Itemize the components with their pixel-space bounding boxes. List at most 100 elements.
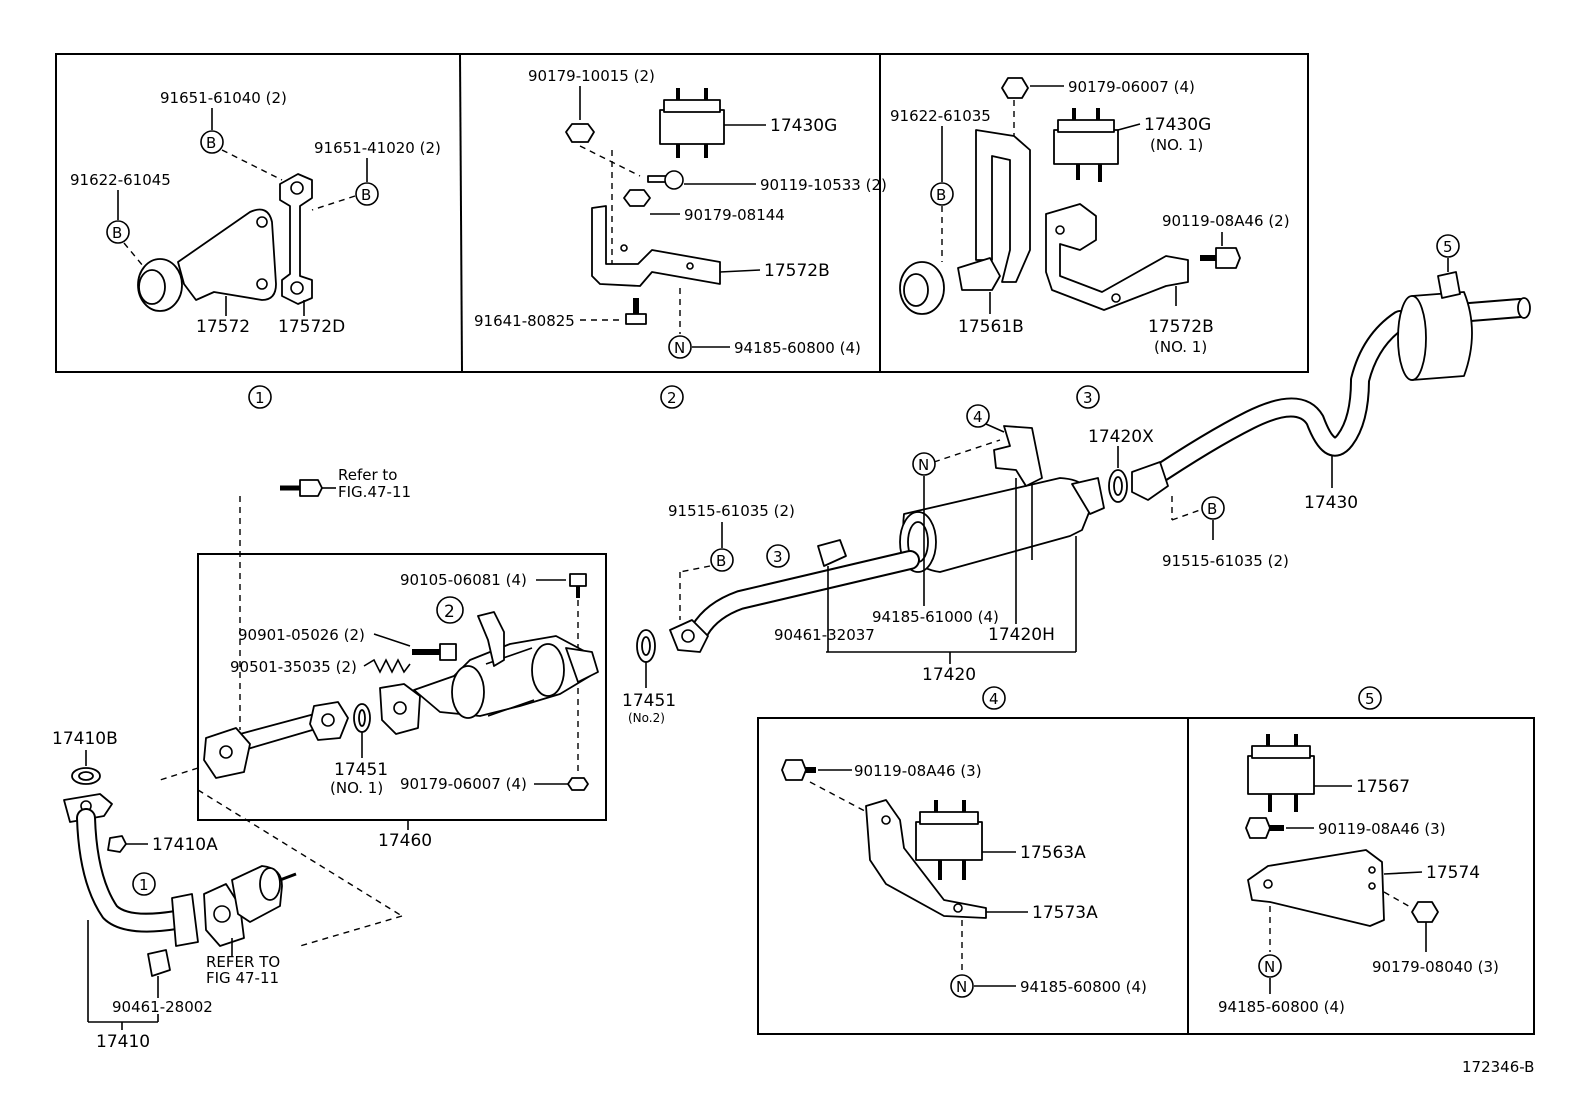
part-label[interactable]: 91622-61035 <box>890 107 991 125</box>
part-label[interactable]: 17572B <box>764 261 830 281</box>
callout-b-icon <box>1201 496 1225 520</box>
part-label[interactable]: 17563A <box>1020 843 1086 863</box>
callout-number: 3 <box>1083 389 1093 407</box>
part-label[interactable]: 90179-08144 <box>684 206 785 224</box>
part-label[interactable]: 91515-61035 (2) <box>668 502 795 520</box>
pipe-clamp-icon <box>817 539 847 567</box>
bolt-hole <box>256 216 268 228</box>
exhaust-bracket-17572b-no1-icon <box>1045 203 1189 311</box>
part-label[interactable]: 91622-61045 <box>70 171 171 189</box>
part-label[interactable]: 17420H <box>988 625 1055 645</box>
flange-hole <box>219 745 233 759</box>
silencer-face <box>1397 295 1427 381</box>
tailpipe-flange <box>1131 461 1169 501</box>
part-label[interactable]: 90105-06081 (4) <box>400 571 527 589</box>
panel-2: 90179-10015 (2) 17430G 90119-10533 (2) 9… <box>474 67 887 359</box>
converter-shell <box>531 643 565 697</box>
part-label[interactable]: 90179-06007 (4) <box>1068 78 1195 96</box>
part-label[interactable]: 17451 <box>622 691 676 711</box>
valve-rod <box>279 872 297 882</box>
callout-number: 1 <box>255 389 265 407</box>
dashed-guide <box>679 565 711 573</box>
part-label-sub: (NO. 1) <box>1150 136 1203 154</box>
panel-3: 90179-06007 (4) 91622-61035 B 17430G (NO… <box>890 77 1290 356</box>
part-label[interactable]: 94185-60800 (4) <box>1020 978 1147 996</box>
part-label[interactable]: 17420 <box>922 665 976 685</box>
front-pipe-inner <box>78 810 184 931</box>
valve-cap <box>259 867 281 901</box>
callout-letter: N <box>1264 958 1275 976</box>
leader-line <box>985 423 1005 433</box>
part-label[interactable]: 90901-05026 (2) <box>238 626 365 644</box>
callout-letter: B <box>716 552 726 570</box>
part-label[interactable]: 17420X <box>1088 427 1154 447</box>
nut-icon <box>1001 77 1029 99</box>
callout-b-icon <box>930 182 954 206</box>
converter-shell <box>451 665 485 719</box>
nut-icon <box>1411 901 1439 923</box>
gasket-hole <box>358 709 366 727</box>
callout-letter: B <box>936 186 946 204</box>
part-label[interactable]: 17572B <box>1148 317 1214 337</box>
part-label[interactable]: 17567 <box>1356 777 1410 797</box>
leader-line <box>1383 871 1423 875</box>
rubber-mount-17430g-no1-icon <box>1053 129 1119 165</box>
converter-bracket <box>477 611 505 667</box>
part-label[interactable]: 91651-41020 (2) <box>314 139 441 157</box>
bolt-icon <box>1245 817 1271 839</box>
part-label[interactable]: 90179-06007 (4) <box>400 775 527 793</box>
dashed-guide <box>1171 509 1201 521</box>
part-label[interactable]: 17574 <box>1426 863 1480 883</box>
callout-b-icon <box>106 220 130 244</box>
flange-hole <box>681 629 695 643</box>
gasket-hole <box>78 771 94 781</box>
leader-line <box>1117 123 1141 131</box>
part-label[interactable]: 17430G <box>1144 115 1211 135</box>
dashed-guide <box>197 789 403 917</box>
panel-divider <box>459 53 463 373</box>
dashed-guide <box>221 149 283 181</box>
part-label[interactable]: 17430 <box>1304 493 1358 513</box>
tailpipe-end-inner <box>1462 300 1528 320</box>
part-label[interactable]: 90179-10015 (2) <box>528 67 655 85</box>
part-label[interactable]: 94185-60800 (4) <box>734 339 861 357</box>
part-label[interactable]: 90501-35035 (2) <box>230 658 357 676</box>
part-label[interactable]: 17572 <box>196 317 250 337</box>
part-label[interactable]: 94185-60800 (4) <box>1218 998 1345 1016</box>
part-label[interactable]: 17460 <box>378 831 432 851</box>
part-label[interactable]: 94185-61000 (4) <box>872 608 999 626</box>
part-label[interactable]: 90119-08A46 (2) <box>1162 212 1290 230</box>
tailpipe-tip <box>1517 297 1531 319</box>
part-label[interactable]: 17561B <box>958 317 1024 337</box>
exhaust-bracket-17574-icon <box>1247 849 1385 927</box>
part-label[interactable]: 90461-32037 <box>774 626 875 644</box>
top-detail-panels <box>55 53 1309 373</box>
panel-1: 91651-61040 (2) B 91651-41020 (2) B 9162… <box>70 89 441 337</box>
part-label[interactable]: 17410A <box>152 835 218 855</box>
bolt-hole <box>290 181 304 195</box>
part-label[interactable]: 17572D <box>278 317 345 337</box>
part-label[interactable]: 17430G <box>770 116 837 136</box>
callout-n-icon <box>912 452 936 476</box>
part-label[interactable]: 91515-61035 (2) <box>1162 552 1289 570</box>
part-label[interactable]: 17410 <box>96 1032 150 1052</box>
part-label[interactable]: 91651-61040 (2) <box>160 89 287 107</box>
mount-plate <box>1057 119 1115 133</box>
part-label[interactable]: 90461-28002 <box>112 998 213 1016</box>
part-label[interactable]: 90119-10533 (2) <box>760 176 887 194</box>
part-label[interactable]: 90119-08A46 (3) <box>1318 820 1446 838</box>
callout-4-icon <box>966 404 990 428</box>
part-label[interactable]: 90179-08040 (3) <box>1372 958 1499 976</box>
leader-line <box>373 633 411 647</box>
bolt-hole <box>1368 866 1376 874</box>
leader-line <box>719 269 761 273</box>
bolt-hole <box>881 815 891 825</box>
part-label[interactable]: 17451 <box>334 760 388 780</box>
part-label[interactable]: 17573A <box>1032 903 1098 923</box>
part-label[interactable]: 90119-08A46 (3) <box>854 762 982 780</box>
silencer-hanger <box>1437 271 1461 299</box>
muffler-outlet <box>1071 477 1105 515</box>
part-label[interactable]: 91641-80825 <box>474 312 575 330</box>
part-label[interactable]: 17410B <box>52 729 118 749</box>
callout-1-icon <box>248 385 272 409</box>
